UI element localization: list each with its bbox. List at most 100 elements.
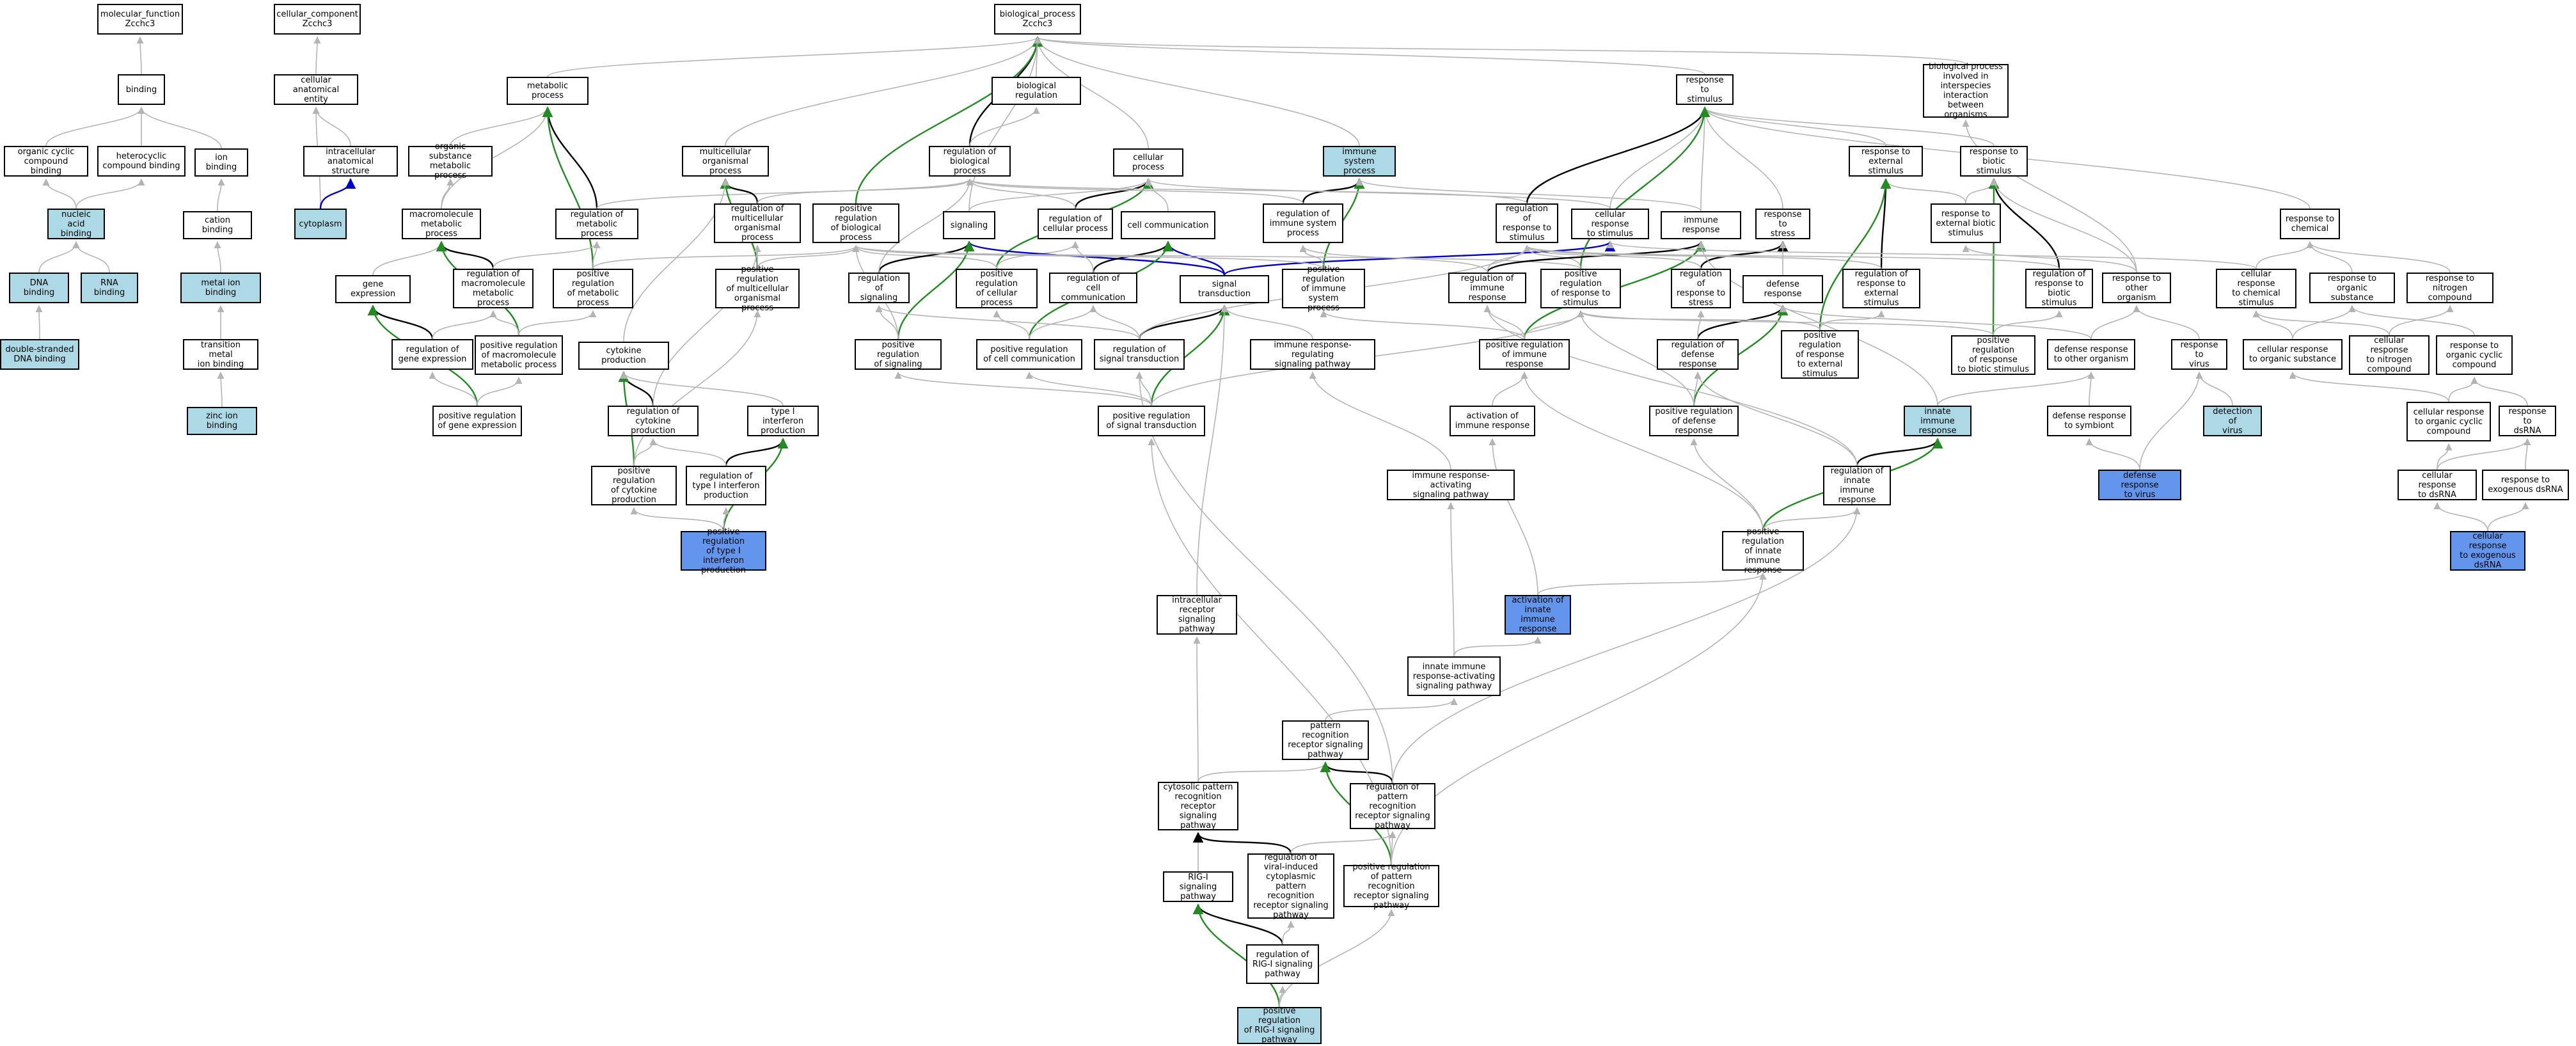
node-positive-regulation-of-cell-communication[interactable]: positive regulation of cell communicatio… (976, 339, 1082, 370)
node-regulation-of-response-to-stress[interactable]: regulation of response to stress (1671, 269, 1731, 308)
node-regulation-of-signal-transduction[interactable]: regulation of signal transduction (1094, 339, 1185, 370)
node-response-to-exogenous-dsrna[interactable]: response to exogenous dsRNA (2482, 470, 2569, 500)
node-metabolic-process[interactable]: metabolic process (507, 77, 589, 105)
node-positive-regulation-of-defense-response[interactable]: positive regulation of defense response (1649, 406, 1739, 436)
node-positive-regulation-of-type-i-interferon-production[interactable]: positive regulation of type I interferon… (681, 527, 766, 575)
node-positive-regulation-of-macromolecule-metabolic-process[interactable]: positive regulation of macromolecule met… (475, 335, 563, 375)
node-rna-binding[interactable]: RNA binding (81, 273, 138, 303)
node-cellular-response-to-stimulus[interactable]: cellular response to stimulus (1571, 209, 1649, 239)
node-regulation-of-immune-system-process[interactable]: regulation of immune system process (1263, 203, 1343, 243)
node-regulation-of-metabolic-process[interactable]: regulation of metabolic process (555, 209, 638, 239)
node-organic-substance-metabolic-process[interactable]: organic substance metabolic process (408, 142, 493, 180)
node-ion-binding[interactable]: ion binding (194, 148, 248, 177)
node-response-to-organic-substance[interactable]: response to organic substance (2309, 273, 2395, 303)
node-defense-response-to-symbiont[interactable]: defense response to symbiont (2047, 406, 2131, 436)
node-cellular-response-to-exogenous-dsrna[interactable]: cellular response to exogenous dsRNA (2450, 531, 2525, 571)
node-regulation-of-gene-expression[interactable]: regulation of gene expression (391, 339, 473, 370)
node-defense-response-to-virus[interactable]: defense response to virus (2098, 470, 2181, 500)
node-cellular-response-to-dsrna[interactable]: cellular response to dsRNA (2398, 470, 2477, 500)
node-positive-regulation-of-multicellular-organismal-process[interactable]: positive regulation of multicellular org… (715, 265, 800, 313)
node-innate-immune-response[interactable]: innate immune response (1904, 406, 1972, 436)
node-response-to-external-stimulus[interactable]: response to external stimulus (1849, 146, 1923, 177)
node-organic-cyclic-compound-binding[interactable]: organic cyclic compound binding (4, 146, 88, 177)
node-regulation-of-macromolecule-metabolic-process[interactable]: regulation of macromolecule metabolic pr… (453, 269, 533, 308)
node-response-to-biotic-stimulus[interactable]: response to biotic stimulus (1960, 146, 2028, 177)
node-positive-regulation-of-metabolic-process[interactable]: positive regulation of metabolic process (553, 269, 633, 308)
node-regulation-of-immune-response[interactable]: regulation of immune response (1448, 273, 1526, 303)
node-cellular-anatomical-entity[interactable]: cellular anatomical entity (274, 74, 358, 105)
node-metal-ion-binding[interactable]: metal ion binding (180, 273, 261, 303)
node-cellular-component[interactable]: cellular_component Zcchc3 (274, 4, 361, 35)
node-pattern-recognition-receptor-signaling-pathway[interactable]: pattern recognition receptor signaling p… (1282, 720, 1369, 760)
node-positive-regulation-of-signal-transduction[interactable]: positive regulation of signal transducti… (1098, 406, 1205, 436)
node-response-to-stress[interactable]: response to stress (1755, 209, 1810, 239)
node-transition-metal-ion-binding[interactable]: transition metal ion binding (183, 339, 258, 370)
node-positive-regulation-of-response-to-stimulus[interactable]: positive regulation of response to stimu… (1540, 269, 1621, 308)
node-immune-system-process[interactable]: immune system process (1323, 146, 1396, 177)
node-response-to-organic-cyclic-compound[interactable]: response to organic cyclic compound (2436, 335, 2513, 375)
node-rig-i-signaling-pathway[interactable]: RIG-I signaling pathway (1163, 871, 1233, 902)
node-activation-of-innate-immune-response[interactable]: activation of innate immune response (1505, 595, 1571, 635)
node-cellular-response-to-organic-substance[interactable]: cellular response to organic substance (2243, 339, 2343, 370)
node-intracellular-receptor-signaling-pathway[interactable]: intracellular receptor signaling pathway (1157, 595, 1237, 635)
node-defense-response-to-other-organism[interactable]: defense response to other organism (2047, 339, 2135, 370)
node-intracellular-anatomical-structure[interactable]: intracellular anatomical structure (303, 146, 398, 177)
node-regulation-of-pattern-recognition-receptor-signaling-pathway[interactable]: regulation of pattern recognition recept… (1350, 782, 1435, 830)
node-positive-regulation-of-innate-immune-response[interactable]: positive regulation of innate immune res… (1722, 527, 1804, 575)
node-immune-response[interactable]: immune response (1661, 211, 1741, 239)
node-biological-regulation[interactable]: biological regulation (992, 77, 1081, 105)
node-positive-regulation-of-response-to-external-stimulus[interactable]: positive regulation of response to exter… (1781, 330, 1859, 379)
node-response-to-nitrogen-compound[interactable]: response to nitrogen compound (2406, 273, 2493, 303)
node-cytosolic-pattern-recognition-receptor-signaling-pathway[interactable]: cytosolic pattern recognition receptor s… (1158, 782, 1238, 830)
node-regulation-of-viral-induced-cytoplasmic-prr-signaling[interactable]: regulation of viral-induced cytoplasmic … (1247, 853, 1334, 920)
node-detection-of-virus[interactable]: detection of virus (2203, 406, 2262, 436)
node-immune-response-regulating-signaling-pathway[interactable]: immune response-regulating signaling pat… (1250, 339, 1375, 370)
node-positive-regulation-of-pattern-recognition-receptor-signaling-pathway[interactable]: positive regulation of pattern recogniti… (1343, 862, 1439, 910)
node-response-to-virus[interactable]: response to virus (2171, 339, 2227, 370)
node-gene-expression[interactable]: gene expression (335, 275, 411, 303)
node-positive-regulation-of-biological-process[interactable]: positive regulation of biological proces… (812, 203, 899, 243)
node-cellular-response-to-chemical-stimulus[interactable]: cellular response to chemical stimulus (2216, 269, 2296, 308)
node-nucleic-acid-binding[interactable]: nucleic acid binding (47, 209, 105, 239)
node-positive-regulation-of-gene-expression[interactable]: positive regulation of gene expression (432, 406, 522, 436)
node-positive-regulation-of-rig-i-signaling-pathway[interactable]: positive regulation of RIG-I signaling p… (1237, 1006, 1322, 1045)
node-response-to-dsrna[interactable]: response to dsRNA (2499, 406, 2556, 436)
node-macromolecule-metabolic-process[interactable]: macromolecule metabolic process (402, 209, 481, 239)
node-regulation-of-innate-immune-response[interactable]: regulation of innate immune response (1823, 466, 1891, 505)
node-regulation-of-cytokine-production[interactable]: regulation of cytokine production (608, 406, 699, 436)
node-regulation-of-rig-i-signaling-pathway[interactable]: regulation of RIG-I signaling pathway (1246, 944, 1319, 984)
node-regulation-of-cellular-process[interactable]: regulation of cellular process (1038, 209, 1113, 239)
node-cytokine-production[interactable]: cytokine production (578, 342, 669, 370)
node-regulation-of-biological-process[interactable]: regulation of biological process (929, 146, 1011, 177)
node-multicellular-organismal-process[interactable]: multicellular organismal process (682, 146, 769, 177)
node-activation-of-immune-response[interactable]: activation of immune response (1450, 406, 1535, 436)
node-positive-regulation-of-cellular-process[interactable]: positive regulation of cellular process (956, 269, 1038, 308)
node-cellular-response-to-organic-cyclic-compound[interactable]: cellular response to organic cyclic comp… (2406, 402, 2491, 441)
node-molecular-function[interactable]: molecular_function Zcchc3 (97, 4, 183, 35)
node-response-to-other-organism[interactable]: response to other organism (2102, 273, 2171, 303)
node-type-i-interferon-production[interactable]: type I interferon production (747, 406, 819, 436)
node-positive-regulation-of-response-to-biotic-stimulus[interactable]: positive regulation of response to bioti… (1951, 335, 2035, 375)
node-regulation-of-response-to-stimulus[interactable]: regulation of response to stimulus (1496, 203, 1558, 243)
node-cellular-process[interactable]: cellular process (1113, 148, 1183, 177)
node-heterocyclic-compound-binding[interactable]: heterocyclic compound binding (97, 146, 186, 177)
node-regulation-of-defense-response[interactable]: regulation of defense response (1657, 339, 1739, 370)
node-positive-regulation-of-immune-system-process[interactable]: positive regulation of immune system pro… (1282, 265, 1365, 313)
node-response-to-external-biotic-stimulus[interactable]: response to external biotic stimulus (1931, 203, 2001, 243)
node-zinc-ion-binding[interactable]: zinc ion binding (187, 407, 257, 435)
node-regulation-of-multicellular-organismal-process[interactable]: regulation of multicellular organismal p… (714, 203, 801, 243)
node-bp-interspecies[interactable]: biological process involved in interspec… (1923, 62, 2009, 120)
node-dna-binding[interactable]: DNA binding (9, 273, 69, 303)
node-regulation-of-signaling[interactable]: regulation of signaling (848, 273, 910, 303)
node-cytoplasm[interactable]: cytoplasm (294, 209, 347, 239)
node-cell-communication[interactable]: cell communication (1121, 211, 1215, 239)
node-response-to-chemical[interactable]: response to chemical (2280, 209, 2340, 239)
node-regulation-of-response-to-external-stimulus[interactable]: regulation of response to external stimu… (1842, 269, 1920, 308)
node-positive-regulation-of-signaling[interactable]: positive regulation of signaling (855, 339, 942, 370)
node-positive-regulation-of-immune-response[interactable]: positive regulation of immune response (1479, 339, 1570, 370)
node-signaling[interactable]: signaling (943, 211, 995, 239)
node-innate-immune-response-activating-signaling-pathway[interactable]: innate immune response-activating signal… (1407, 656, 1501, 696)
node-biological-process[interactable]: biological_process Zcchc3 (994, 4, 1081, 35)
node-double-stranded-dna-binding[interactable]: double-stranded DNA binding (0, 339, 79, 370)
node-binding[interactable]: binding (118, 74, 165, 105)
